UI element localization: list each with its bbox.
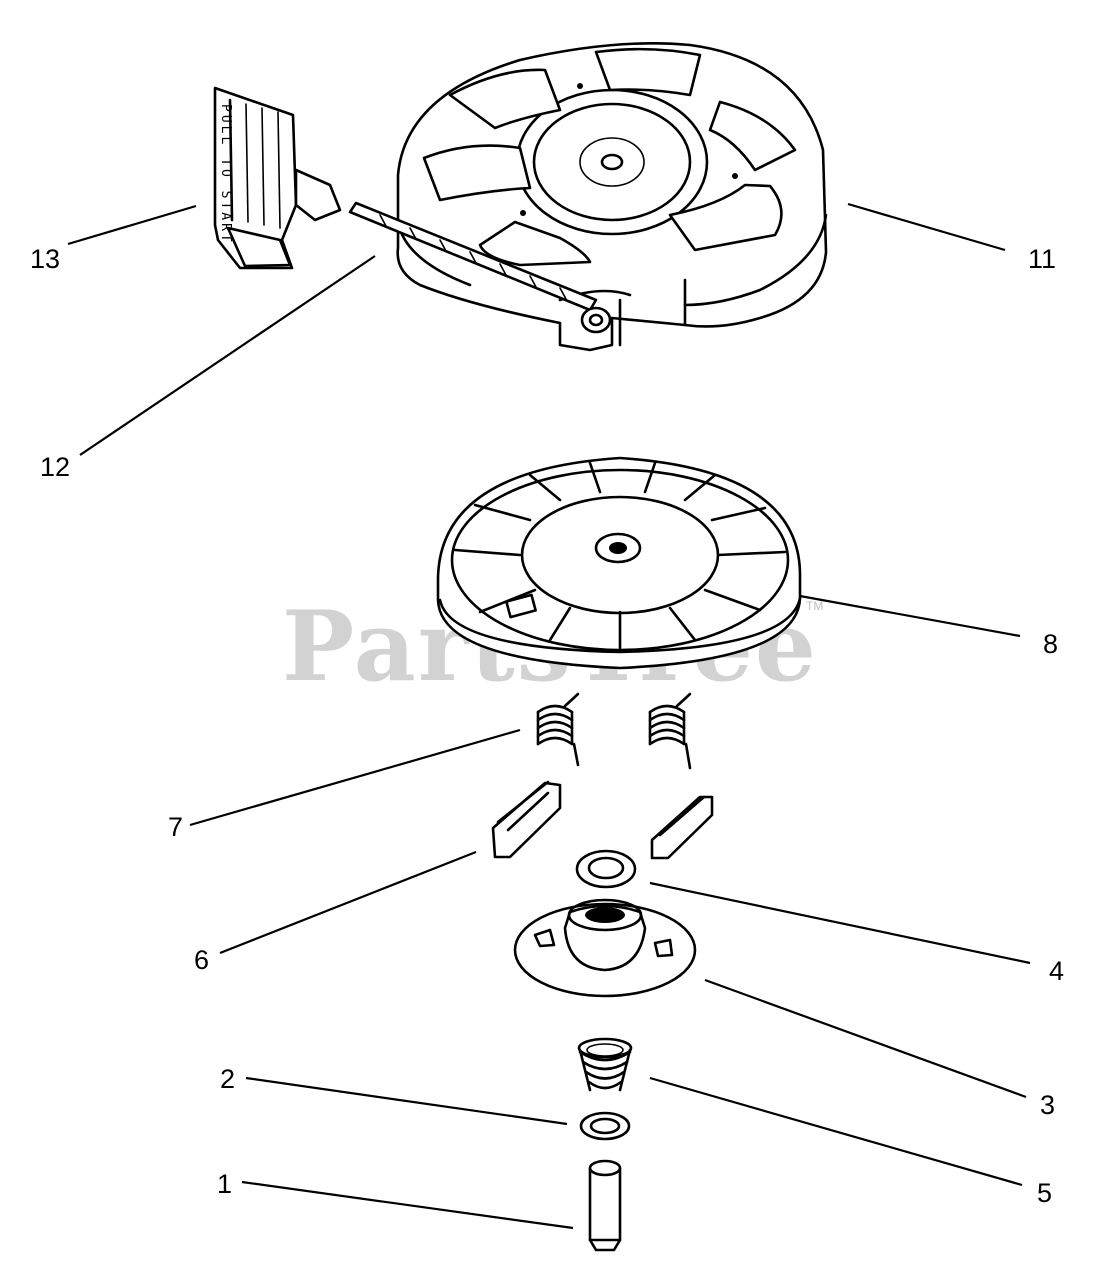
leader-4 <box>649 881 1031 965</box>
part-5-coil-spring <box>577 1037 633 1092</box>
leader-1 <box>241 1180 574 1230</box>
part-3-retainer <box>513 898 697 998</box>
handle-embossed-text: PULL TO START <box>218 104 233 245</box>
leader-7 <box>189 728 521 827</box>
callout-3: 3 <box>1040 1090 1055 1120</box>
callout-5: 5 <box>1037 1178 1052 1208</box>
part-8-pulley <box>436 456 802 670</box>
part-4-washer <box>575 849 637 889</box>
part-6-pawl-left <box>491 780 562 859</box>
leader-11 <box>847 202 1006 252</box>
part-12-starter-rope <box>348 201 612 334</box>
leader-3 <box>704 978 1027 1099</box>
callout-13: 13 <box>30 244 60 274</box>
callout-1: 1 <box>217 1169 232 1199</box>
callout-7: 7 <box>168 812 183 842</box>
leader-8 <box>799 594 1021 638</box>
callout-12: 12 <box>40 452 70 482</box>
part-7-spring-left <box>536 692 580 767</box>
callout-4: 4 <box>1049 956 1064 986</box>
part-2-washer <box>579 1111 631 1141</box>
callout-11: 11 <box>1028 244 1056 274</box>
callout-6: 6 <box>194 945 209 975</box>
leader-13 <box>67 204 197 246</box>
part-7-spring-right <box>648 692 692 770</box>
leader-12 <box>79 255 376 456</box>
part-1-pin <box>588 1159 622 1252</box>
leader-5 <box>649 1076 1023 1187</box>
callout-2: 2 <box>220 1064 235 1094</box>
part-13-starter-handle: PULL TO START <box>213 86 342 270</box>
callout-8: 8 <box>1043 629 1058 659</box>
part-6-pawl-right <box>650 795 714 860</box>
part-11-starter-housing <box>396 42 828 352</box>
leader-6 <box>219 850 477 955</box>
leader-2 <box>245 1076 568 1126</box>
watermark-trademark: TM <box>806 599 823 613</box>
